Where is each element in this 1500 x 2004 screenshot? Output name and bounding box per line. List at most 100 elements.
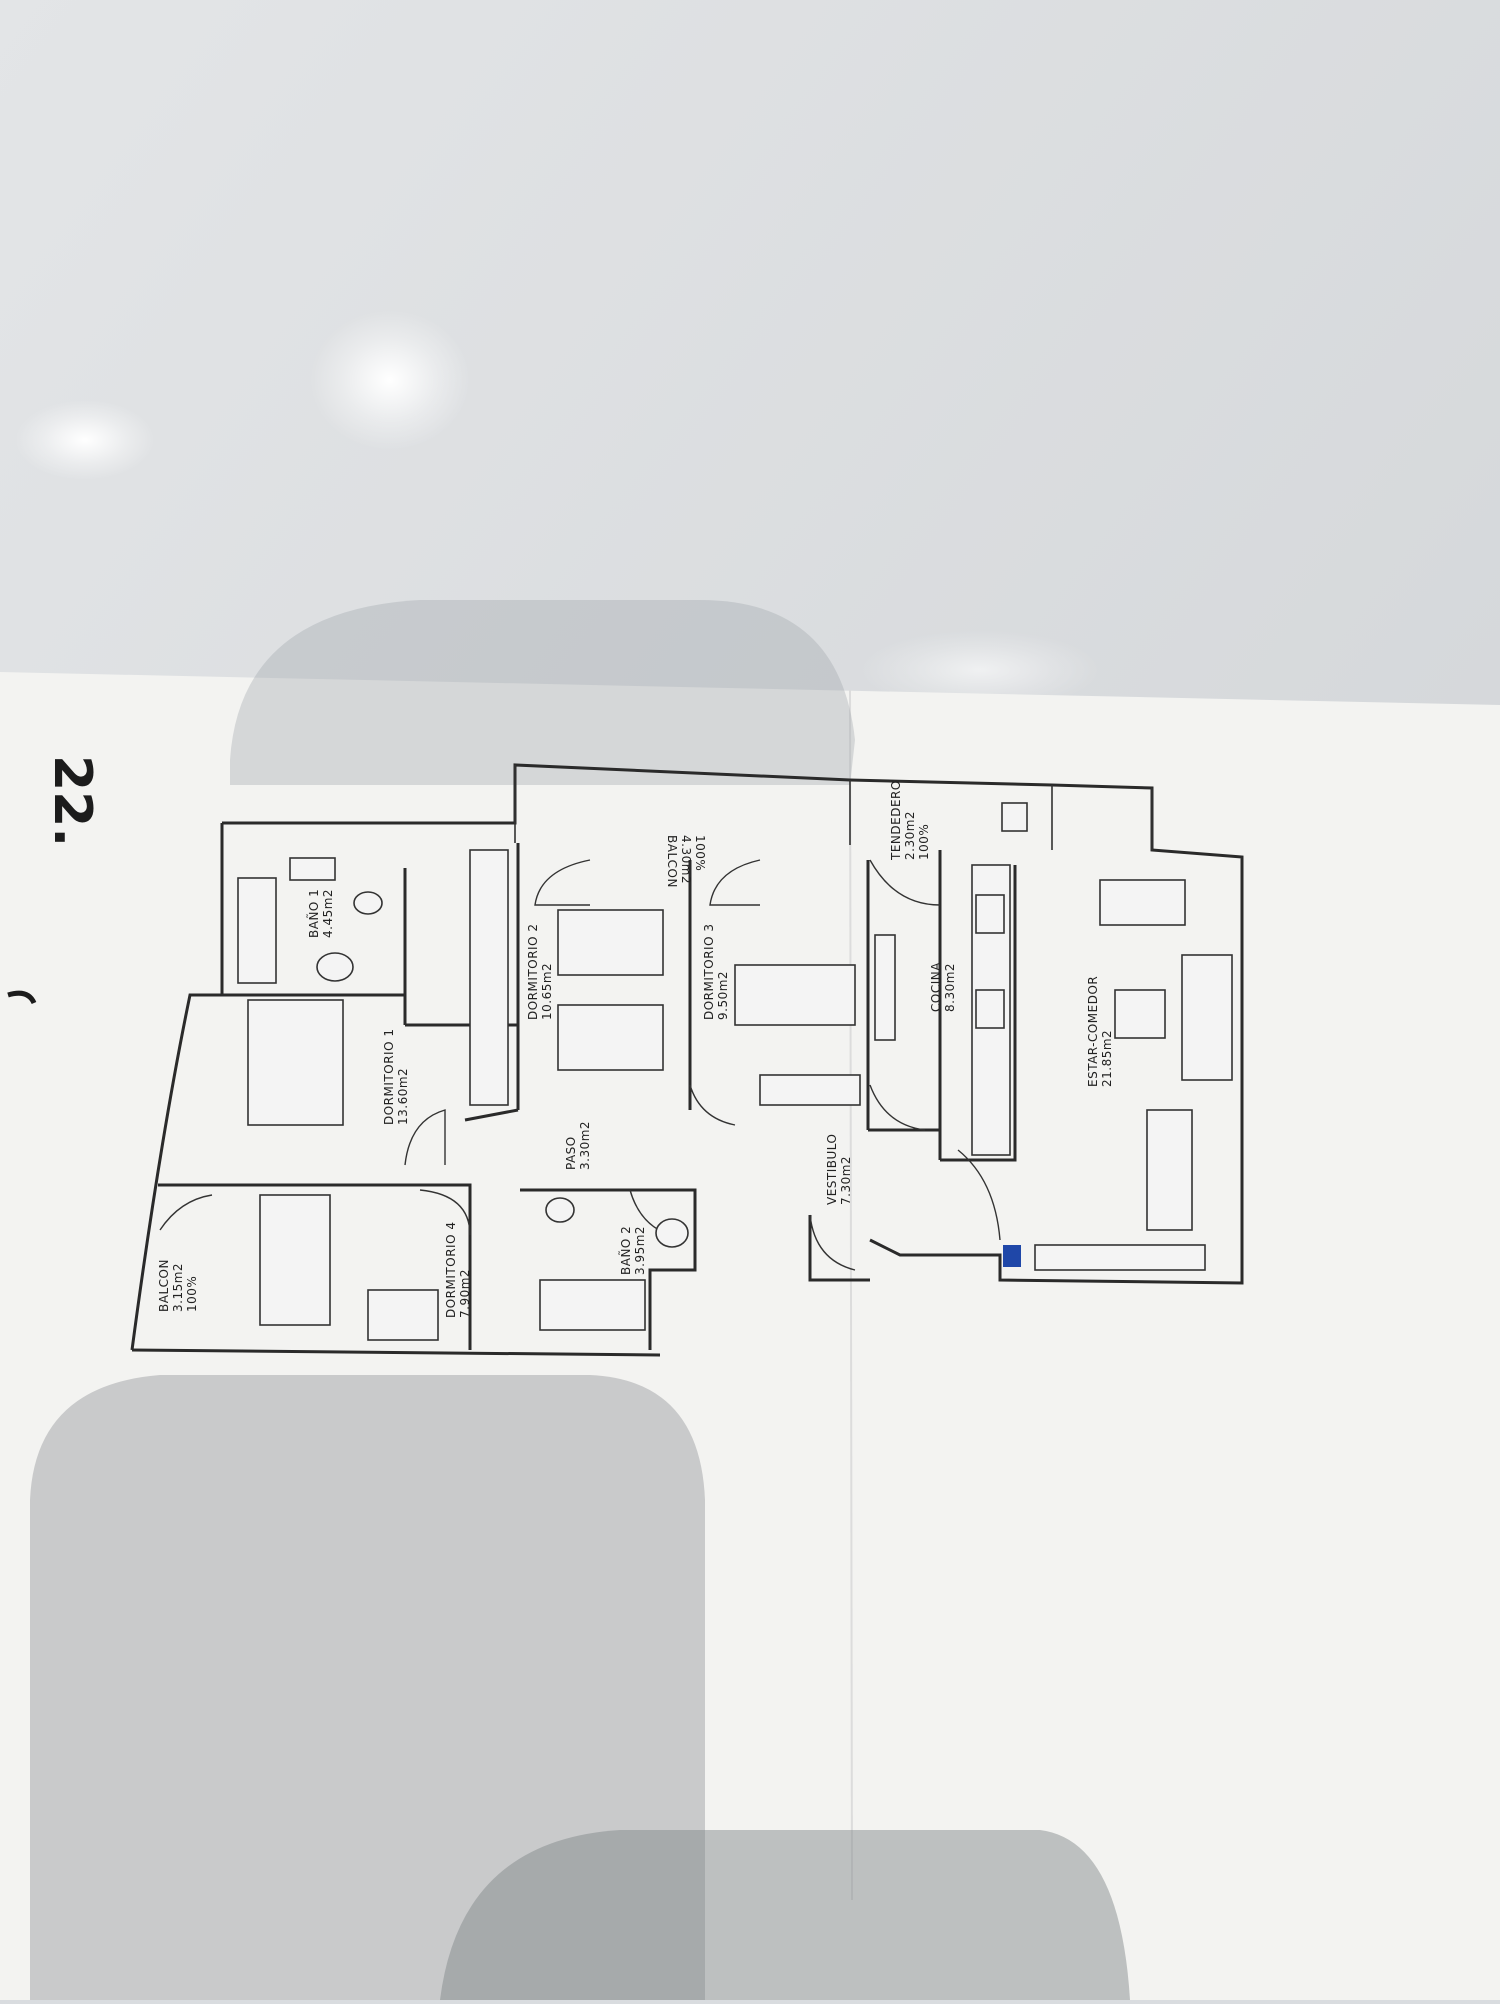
room-percentage: 100%	[917, 824, 931, 860]
sink-icon	[655, 1218, 689, 1248]
exterior-wall	[130, 823, 224, 1351]
room-area: 4.30m2	[679, 835, 693, 884]
hand-shadow	[440, 1830, 1130, 2000]
room-name: BALCON	[157, 1259, 171, 1312]
sink-icon	[316, 952, 354, 982]
interior-wall	[938, 850, 1017, 1162]
toilet-icon	[545, 1197, 575, 1223]
room-name: VESTIBULO	[825, 1134, 839, 1206]
room-name: ESTAR-COMEDOR	[1086, 976, 1100, 1087]
door-swing	[809, 1214, 856, 1271]
sofa-icon	[1099, 879, 1186, 926]
paper-fold	[849, 689, 853, 1901]
sofa-icon	[1181, 954, 1233, 1081]
room-area: 21.85m2	[1100, 1030, 1114, 1087]
balcony-rail	[514, 765, 1153, 850]
meter-box-icon	[1003, 1245, 1021, 1267]
interior-wall	[866, 860, 940, 1132]
room-area: 3.15m2	[171, 1263, 185, 1312]
room-label-paso: PASO 3.30m2	[564, 1121, 592, 1170]
wardrobe-icon	[759, 1074, 861, 1106]
room-area: 8.30m2	[943, 963, 957, 1012]
wardrobe-icon	[469, 849, 509, 1106]
interior-wall	[158, 1183, 472, 1350]
room-area: 7.30m2	[839, 1156, 853, 1205]
sink-icon	[975, 894, 1005, 934]
interior-wall	[520, 1188, 697, 1350]
room-area: 7.90m2	[458, 1269, 472, 1318]
interior-wall	[464, 843, 520, 1122]
door-swing	[404, 1109, 446, 1166]
room-label-dormitorio4: DORMITORIO 4 7.90m2	[444, 1222, 472, 1318]
light-glare	[860, 630, 1100, 710]
washer-icon	[1001, 802, 1028, 832]
bathtub-icon	[237, 877, 277, 984]
room-area: 9.50m2	[716, 971, 730, 1020]
interior-wall	[222, 868, 407, 1025]
bathtub-icon	[539, 1279, 646, 1331]
light-glare	[15, 400, 155, 480]
room-area: 3.30m2	[578, 1121, 592, 1170]
door-swing	[869, 1084, 926, 1131]
door-swing	[957, 1149, 1001, 1241]
dining-table-icon	[874, 934, 896, 1041]
room-label-bano1: BAÑO 1 4.45m2	[306, 889, 335, 938]
room-label-balcon-left: BALCON 3.15m2 100%	[157, 1259, 199, 1312]
room-name: DORMITORIO 3	[702, 924, 716, 1020]
bed-icon	[247, 999, 344, 1126]
room-label-dormitorio1: DORMITORIO 1 13.60m2	[382, 1029, 410, 1125]
room-label-dormitorio3: DORMITORIO 3 9.50m2	[702, 924, 730, 1020]
bed-icon	[259, 1194, 331, 1326]
toilet-icon	[353, 891, 383, 915]
door-swing	[419, 1189, 471, 1236]
handwritten-number: 22.	[42, 755, 102, 847]
room-name: BAÑO 1	[306, 889, 321, 938]
room-percentage: 100%	[185, 1276, 199, 1312]
bed-icon	[557, 909, 664, 976]
room-label-estar-comedor: ESTAR-COMEDOR 21.85m2	[1086, 976, 1114, 1087]
room-label-tendedero: TENDEDERO 2.30m2 100%	[889, 780, 931, 861]
coffee-table-icon	[1114, 989, 1166, 1039]
sink-icon	[289, 857, 336, 881]
door-swing	[709, 859, 761, 906]
cabinet-icon	[1034, 1244, 1206, 1271]
room-name: PASO	[564, 1136, 578, 1170]
room-name: BAÑO 2	[618, 1226, 633, 1275]
phone-shadow	[30, 1375, 705, 2000]
cooktop-icon	[975, 989, 1005, 1029]
room-label-dormitorio2: DORMITORIO 2 10.65m2	[526, 924, 554, 1020]
room-name: TENDEDERO	[889, 780, 903, 861]
dining-table-icon	[1146, 1109, 1193, 1231]
phone-shadow	[230, 600, 855, 785]
room-label-balcon-top: BALCON 4.30m2 100%	[665, 835, 707, 888]
room-label-bano2: BAÑO 2 3.95m2	[618, 1226, 647, 1275]
handwritten-note: 22.	[42, 755, 102, 847]
room-area: 2.30m2	[903, 811, 917, 860]
door-swing	[534, 859, 591, 906]
door-swing	[689, 1084, 736, 1126]
interior-wall	[808, 1215, 870, 1282]
room-area: 3.95m2	[633, 1226, 647, 1275]
room-area: 13.60m2	[396, 1068, 410, 1125]
room-percentage: 100%	[693, 835, 707, 871]
door-swing	[159, 1194, 213, 1231]
door-swing	[869, 859, 941, 906]
exterior-wall	[131, 1348, 661, 1357]
room-name: DORMITORIO 4	[444, 1222, 458, 1318]
bed-icon	[734, 964, 856, 1026]
room-name: COCINA	[929, 962, 943, 1012]
room-name: DORMITORIO 2	[526, 924, 540, 1020]
room-name: DORMITORIO 1	[382, 1029, 396, 1125]
room-area: 4.45m2	[321, 889, 335, 938]
room-area: 10.65m2	[540, 963, 554, 1020]
bed-icon	[557, 1004, 664, 1071]
desk-icon	[367, 1289, 439, 1341]
room-label-vestibulo: VESTIBULO 7.30m2	[825, 1134, 853, 1206]
handwritten-mark	[7, 990, 37, 1005]
floor-plan: BALCON 4.30m2 100% TENDEDERO 2.30m2 100%…	[130, 763, 1244, 1357]
light-glare	[310, 310, 470, 450]
room-label-cocina: COCINA 8.30m2	[929, 962, 957, 1012]
room-name: BALCON	[665, 835, 679, 888]
